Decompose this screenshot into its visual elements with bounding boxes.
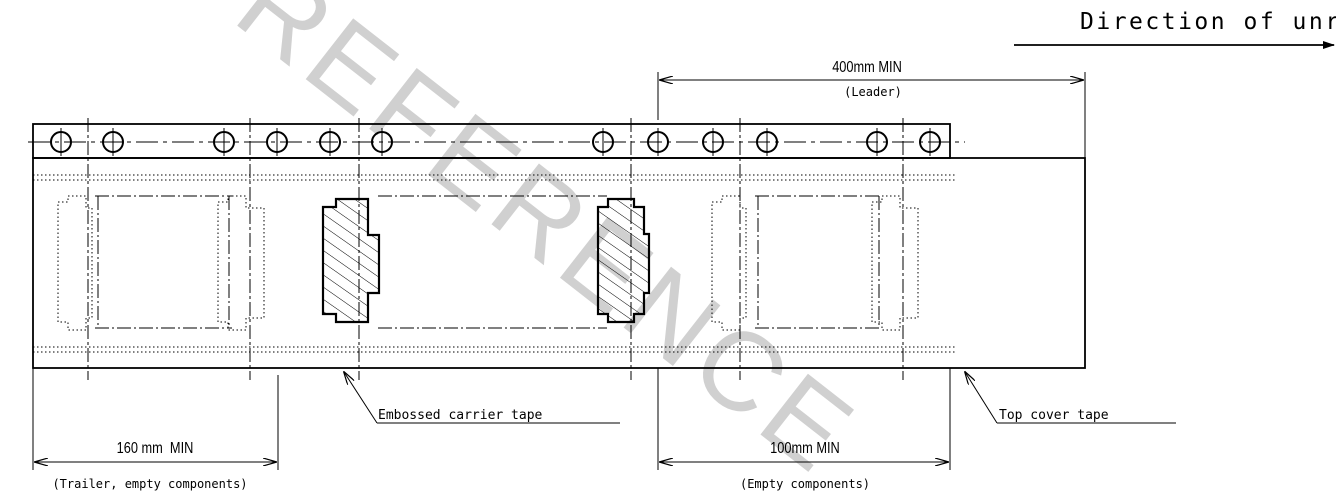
empty-dimension <box>657 368 951 470</box>
empty-dimension-value: 100mm MIN <box>770 440 840 458</box>
trailer-dimension-note: (Trailer, empty components) <box>52 477 247 491</box>
pocket-1 <box>95 195 232 329</box>
cover-callout <box>965 372 1176 424</box>
trailer-dimension-value: 160 mm MIN <box>117 440 194 458</box>
component-1 <box>321 197 381 324</box>
empty-component-outlines <box>57 195 919 331</box>
leader-dimension <box>657 72 1086 158</box>
direction-title: Direction of unreeling <box>1080 9 1336 35</box>
empty-dimension-note: (Empty components) <box>740 477 870 491</box>
pocket-2 <box>378 195 607 329</box>
carrier-callout-label: Embossed carrier tape <box>378 408 543 423</box>
pitch-lines <box>87 118 904 380</box>
cover-tape-edges <box>33 174 955 353</box>
trailer-dimension <box>32 368 279 470</box>
carrier-callout <box>344 372 620 424</box>
cover-callout-label: Top cover tape <box>999 408 1109 423</box>
leader-dimension-note: (Leader) <box>844 85 902 99</box>
carrier-tape-body <box>32 157 1086 369</box>
pocket-3 <box>755 195 882 329</box>
watermark: REFERENCE <box>215 0 879 493</box>
leader-dimension-value: 400mm MIN <box>832 59 902 77</box>
component-2 <box>596 197 651 324</box>
